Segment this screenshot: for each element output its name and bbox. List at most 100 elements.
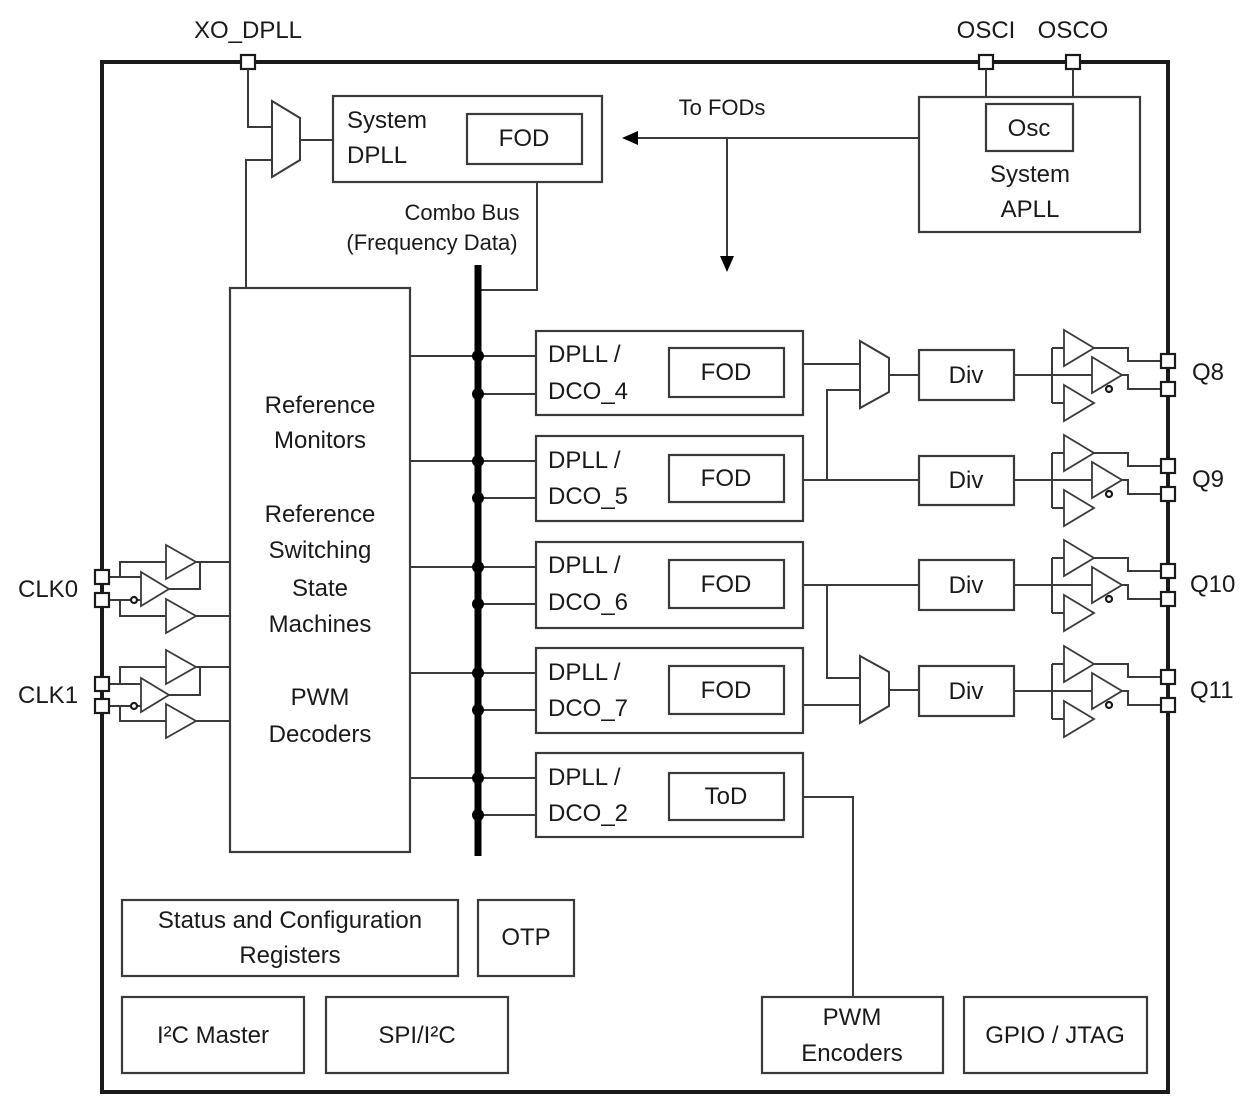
combo-bus-label-1: Combo Bus [405,200,520,225]
wire [1122,479,1161,495]
bus-junction-dot [472,388,484,400]
system-dpll-label-1: System [347,107,427,134]
dpll-dco-5: DPLL / DCO_5 FOD [410,434,805,523]
buffer-icon [1063,644,1096,684]
invert-bubble-icon [1104,594,1114,604]
dpll-dco-4-label-1: DPLL / [548,341,621,368]
wire [1122,374,1161,390]
pin-label-q9: Q9 [1192,466,1224,493]
spi-i2c-block [324,995,510,1075]
i2c-master-block [120,995,306,1075]
pin-q11-n [1159,696,1177,714]
dpll-dco-2: DPLL / DCO_2 ToD [410,751,805,839]
bus-junction-dot [472,350,484,362]
pin-clk1-n [93,697,111,715]
system-dpll-fod-block [465,112,584,166]
pin-clk1-p [93,675,111,693]
output-buffer-q9 [1014,433,1161,528]
pin-label-q11: Q11 [1190,677,1234,704]
spi-i2c-label: SPI/I²C [378,1022,455,1049]
pwm-encoders-label-2: Encoders [801,1040,902,1067]
otp-block [476,898,576,978]
combo-bus-label-2: (Frequency Data) [346,230,517,255]
otp-label: OTP [501,924,550,951]
pin-label-osco: OSCO [1038,17,1109,44]
input-buffer-clk0 [109,543,230,635]
ref-switching-label-1: Reference [265,501,376,528]
fod-7-label: FOD [701,677,752,704]
pin-q8-p [1159,352,1177,370]
invert-bubble-icon [129,701,139,711]
buffer-icon [1063,699,1096,739]
wire [1094,557,1161,572]
buffer-icon [1091,460,1124,500]
pin-label-osci: OSCI [957,17,1016,44]
fod-4-label: FOD [701,359,752,386]
system-dpll-label-2: DPLL [347,142,407,169]
div-q11-block [917,664,1016,718]
buffer-icon [1063,538,1096,578]
bus-junction-dot [472,772,484,784]
ref-monitors-label-2: Monitors [274,427,366,454]
wire [1094,663,1161,678]
wire [169,667,201,696]
buffer-icon [165,597,198,635]
wire [169,562,201,590]
buffer-icon [165,543,198,581]
wire [109,561,166,578]
invert-bubble-icon [1104,700,1114,710]
system-dpll-fod-label: FOD [499,125,550,152]
pin-label-q10: Q10 [1190,571,1235,598]
wire [109,666,166,685]
buffer-icon [140,570,171,608]
gpio-jtag-label: GPIO / JTAG [985,1022,1125,1049]
pin-q10-n [1159,590,1177,608]
reference-block [228,286,412,854]
bus-junction-dot [472,455,484,467]
buffer-icon [165,648,198,686]
buffer-icon [1063,383,1096,423]
dpll-dco-7: DPLL / DCO_7 FOD [410,646,805,735]
pwm-decoders-label-2: Decoders [269,721,372,748]
div-q11-label: Div [949,678,984,705]
div-q8-label: Div [949,362,984,389]
bus-junction-dot [472,561,484,573]
bus-junction-dot [472,704,484,716]
bus-junction-dot [472,492,484,504]
tod-label: ToD [705,783,748,810]
buffer-icon [1063,593,1096,633]
invert-bubble-icon [1104,489,1114,499]
div-q8-block [917,348,1016,402]
div-q9-block [917,454,1016,507]
ref-switching-label-2: Switching [269,537,372,564]
buffer-icon [1091,671,1124,711]
dpll-dco-5-label-2: DCO_5 [548,483,628,510]
pin-xo-dpll [239,53,257,71]
wire-tod-to-pwm [803,796,854,998]
arrow-left-icon [622,131,638,145]
pin-q8-n [1159,380,1177,398]
pin-osco [1064,53,1082,71]
pin-q9-p [1159,457,1177,475]
dpll-dco-6-label-2: DCO_6 [548,589,628,616]
pin-clk0-p [93,568,111,586]
wire [109,599,166,617]
output-mux-top [859,339,890,410]
buffer-icon [140,676,171,714]
pin-osci [977,53,995,71]
osc-label: Osc [1008,115,1051,142]
output-buffer-q11 [1014,644,1161,739]
output-buffer-q8 [1014,328,1161,423]
dpll-dco-2-label-1: DPLL / [548,764,621,791]
fod-5-block [667,453,786,504]
pin-label-clk1: CLK1 [18,682,78,709]
pin-label-clk0: CLK0 [18,576,78,603]
wire-system-dpll-to-bus [478,182,538,291]
ref-switching-label-3: State [292,575,348,602]
output-buffer-q10 [1014,538,1161,633]
to-fods-label: To FODs [679,95,766,120]
dpll-dco-5-label-1: DPLL / [548,447,621,474]
dpll-dco-7-label-1: DPLL / [548,659,621,686]
dpll-dco-4: DPLL / DCO_4 FOD [410,329,805,417]
bus-junction-dot [472,667,484,679]
